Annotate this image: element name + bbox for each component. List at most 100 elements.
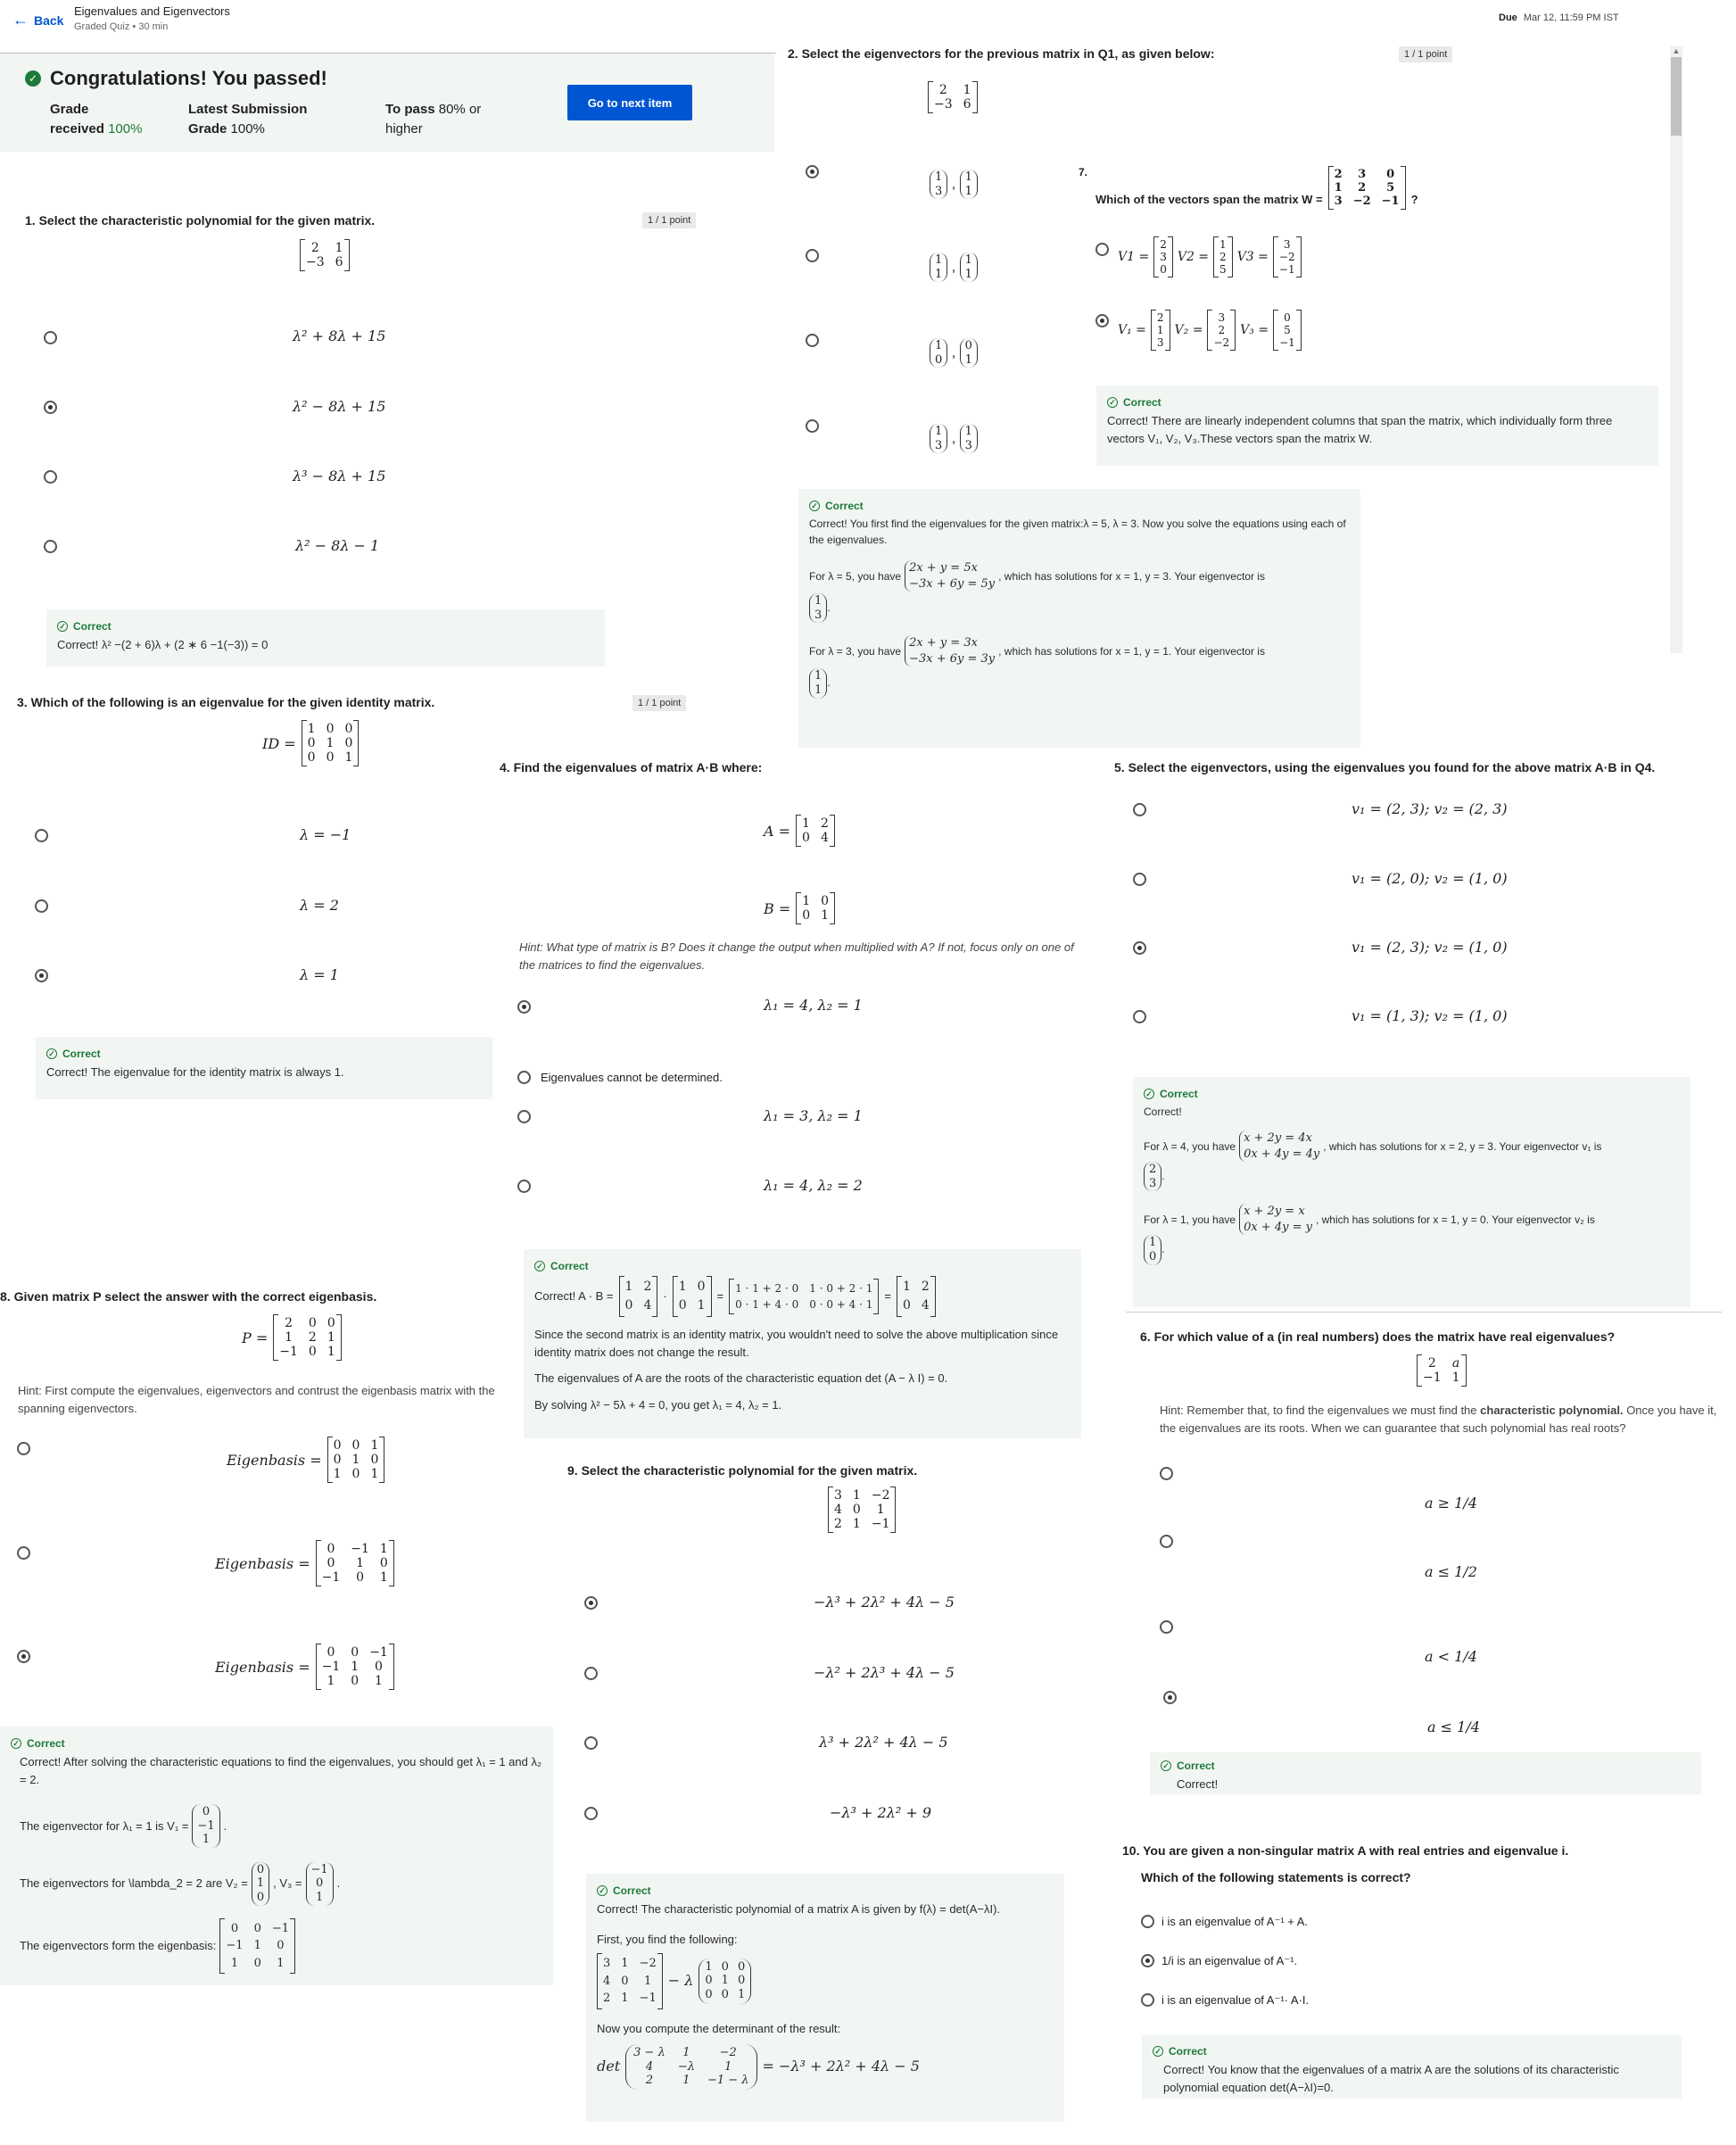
check-icon: ✓	[1144, 1089, 1154, 1099]
q5-option-2-radio[interactable]	[1133, 873, 1146, 886]
q9-option-4[interactable]: −λ³ + 2λ² + 9	[830, 1804, 932, 1821]
scrollbar-thumb[interactable]	[1671, 57, 1682, 136]
check-icon: ✓	[534, 1261, 545, 1271]
q10-option-3-radio[interactable]	[1141, 1993, 1154, 2007]
q9-option-2-radio[interactable]	[584, 1667, 598, 1680]
check-icon: ✓	[1107, 397, 1118, 408]
q7-option-1-radio[interactable]	[1095, 243, 1109, 256]
q6-option-3[interactable]: a < 1/4	[1425, 1648, 1477, 1665]
grade-block: Grade received 100%	[50, 102, 143, 137]
q9-option-4-radio[interactable]	[584, 1807, 598, 1820]
q4-option-1-radio[interactable]	[517, 1000, 531, 1014]
q5-option-1-radio[interactable]	[1133, 803, 1146, 816]
q7-option-2-radio[interactable]	[1095, 314, 1109, 327]
scroll-up-icon[interactable]: ▲	[1672, 46, 1681, 55]
q1-option-3-radio[interactable]	[44, 470, 57, 484]
q3-option-2-radio[interactable]	[35, 899, 48, 913]
q3-point: 1 / 1 point	[632, 695, 687, 711]
q3-option-1[interactable]: λ = −1	[300, 826, 351, 843]
go-to-next-button[interactable]: Go to next item	[567, 85, 692, 120]
q4-option-2-radio[interactable]	[517, 1071, 531, 1084]
arrow-left-icon: ←	[12, 11, 29, 29]
q9-option-1-radio[interactable]	[584, 1596, 598, 1610]
check-icon: ✓	[1161, 1760, 1171, 1771]
q9-option-3[interactable]: λ³ + 2λ² + 4λ − 5	[819, 1734, 948, 1751]
q10-option-1-radio[interactable]	[1141, 1915, 1154, 1928]
q3-option-3-radio[interactable]	[35, 969, 48, 982]
q2-title: 2. Select the eigenvectors for the previ…	[788, 46, 1215, 61]
q4-option-4[interactable]: λ₁ = 4, λ₂ = 2	[764, 1177, 863, 1194]
q5-feedback: ✓Correct Correct! For λ = 4, you have x …	[1133, 1077, 1691, 1307]
q8-option-3-radio[interactable]	[17, 1650, 30, 1663]
q1-option-2-radio[interactable]	[44, 401, 57, 414]
q1-option-1-radio[interactable]	[44, 331, 57, 344]
q10-title: 10. You are given a non-singular matrix …	[1122, 1843, 1569, 1858]
q4-option-3-radio[interactable]	[517, 1110, 531, 1123]
q7-feedback: ✓Correct Correct! There are linearly ind…	[1096, 385, 1658, 466]
q9-option-2[interactable]: −λ² + 2λ³ + 4λ − 5	[814, 1664, 955, 1681]
q1-option-1[interactable]: λ² + 8λ + 15	[293, 327, 386, 344]
q2-option-3-radio[interactable]	[806, 334, 819, 347]
q6-option-4-radio[interactable]	[1163, 1691, 1177, 1704]
q10-option-1[interactable]: i is an eigenvalue of A⁻¹ + A.	[1161, 1915, 1309, 1928]
q5-option-2[interactable]: v₁ = (2, 0); v₂ = (1, 0)	[1352, 870, 1508, 887]
q3-option-3[interactable]: λ = 1	[300, 966, 339, 983]
q4-option-2[interactable]: Eigenvalues cannot be determined.	[541, 1071, 723, 1084]
q2-option-1-radio[interactable]	[806, 165, 819, 178]
check-circle-icon: ✓	[25, 70, 41, 87]
q2-option-2-radio[interactable]	[806, 249, 819, 262]
q9-title: 9. Select the characteristic polynomial …	[567, 1463, 918, 1478]
q4-option-4-radio[interactable]	[517, 1180, 531, 1193]
q9-feedback: ✓Correct Correct! The characteristic pol…	[586, 1874, 1064, 2122]
q10-option-2-radio[interactable]	[1141, 1954, 1154, 1967]
q2-option-4-radio[interactable]	[806, 419, 819, 433]
q9-option-3-radio[interactable]	[584, 1736, 598, 1750]
q5-option-1[interactable]: v₁ = (2, 3); v₂ = (2, 3)	[1352, 800, 1508, 817]
q10-option-3[interactable]: i is an eigenvalue of A⁻¹· A·I.	[1161, 1993, 1310, 2007]
q1-option-4[interactable]: λ² − 8λ − 1	[295, 537, 380, 554]
q5-option-3[interactable]: v₁ = (2, 3); v₂ = (1, 0)	[1352, 939, 1508, 956]
back-link[interactable]: ← Back	[12, 11, 64, 29]
q1-option-3[interactable]: λ³ − 8λ + 15	[293, 468, 386, 484]
q5-option-4[interactable]: v₁ = (1, 3); v₂ = (1, 0)	[1352, 1007, 1508, 1024]
q3-option-2[interactable]: λ = 2	[300, 897, 339, 914]
q6-option-1[interactable]: a ≥ 1/4	[1425, 1495, 1477, 1511]
header-divider	[0, 53, 776, 54]
q8-option-1-radio[interactable]	[17, 1442, 30, 1455]
congrats-text: Congratulations! You passed!	[50, 67, 327, 89]
scrollbar-track[interactable]: ▲	[1670, 46, 1682, 653]
check-icon: ✓	[1153, 2046, 1163, 2057]
q4-option-1[interactable]: λ₁ = 4, λ₂ = 1	[764, 997, 863, 1014]
q6-option-1-radio[interactable]	[1160, 1467, 1173, 1480]
q9-option-1[interactable]: −λ³ + 2λ² + 4λ − 5	[814, 1594, 955, 1611]
q7-number: 7.	[1079, 166, 1088, 178]
q8-option-2-radio[interactable]	[17, 1546, 30, 1560]
q1-title: 1. Select the characteristic polynomial …	[25, 213, 376, 228]
q4-option-3[interactable]: λ₁ = 3, λ₂ = 1	[764, 1107, 863, 1124]
q6-option-2-radio[interactable]	[1160, 1535, 1173, 1548]
q3-option-1-radio[interactable]	[35, 829, 48, 842]
check-icon: ✓	[46, 1048, 57, 1059]
q5-option-3-radio[interactable]	[1133, 941, 1146, 955]
q6-option-4[interactable]: a ≤ 1/4	[1427, 1718, 1480, 1735]
q1-option-2[interactable]: λ² − 8λ + 15	[293, 398, 386, 415]
check-icon: ✓	[11, 1738, 21, 1749]
q6-option-3-radio[interactable]	[1160, 1620, 1173, 1634]
latest-block: Latest Submission Grade 100%	[188, 102, 308, 137]
q1-option-4-radio[interactable]	[44, 540, 57, 553]
q10-option-2[interactable]: 1/i is an eigenvalue of A⁻¹.	[1161, 1954, 1298, 1967]
q5-option-4-radio[interactable]	[1133, 1010, 1146, 1023]
q6-option-2[interactable]: a ≤ 1/2	[1425, 1563, 1477, 1580]
